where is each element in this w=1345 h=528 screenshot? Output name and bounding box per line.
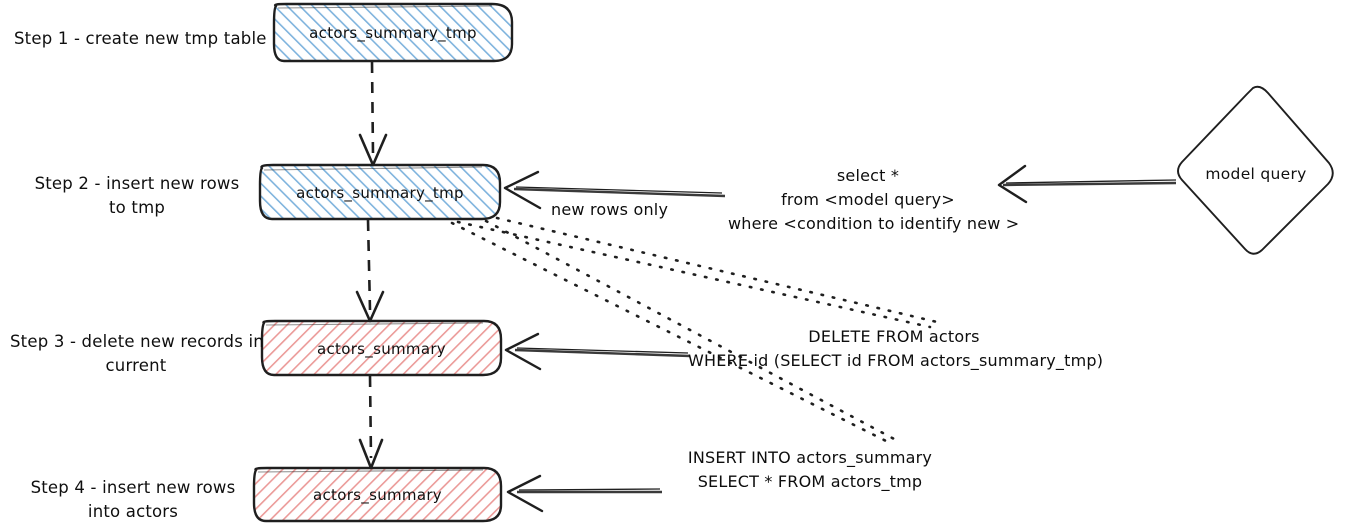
- flow-arrow-step2-to-step3: [355, 219, 385, 323]
- node-step3-box: [260, 319, 503, 377]
- arrow-delete-sql-to-step3: [504, 332, 691, 371]
- node-model-query-diamond: [1177, 85, 1334, 255]
- edge-label-new-rows-only: new rows only: [551, 200, 669, 219]
- step-4-label: Step 4 - insert new rows into actors: [30, 478, 236, 521]
- annotation-model-query-sql: select * from <model query> where <condi…: [728, 166, 1020, 233]
- step-2-label: Step 2 - insert new rows to tmp: [34, 174, 240, 217]
- node-step4-box: [252, 466, 503, 523]
- node-step1-box: [272, 2, 514, 63]
- arrow-insert-sql-to-step4: [506, 474, 662, 513]
- node-label-step2: actors_summary_tmp: [296, 184, 464, 202]
- dotted-link-step2-to-insert-sql: [450, 220, 932, 445]
- node-label-step3: actors_summary: [317, 340, 446, 358]
- arrow-sql-to-step2: [503, 170, 726, 210]
- node-step2-box: [258, 163, 502, 221]
- step-1-label: Step 1 - create new tmp table: [14, 29, 267, 48]
- step-3-label: Step 3 - delete new records in current: [10, 332, 264, 375]
- annotation-delete-sql: DELETE FROM actors WHERE id (SELECT id F…: [688, 327, 1104, 370]
- node-label-step1: actors_summary_tmp: [309, 24, 477, 42]
- arrow-model-query-to-sql: [997, 164, 1177, 204]
- node-label-step4: actors_summary: [313, 486, 442, 504]
- annotation-insert-sql: INSERT INTO actors_summary SELECT * FROM…: [687, 448, 933, 491]
- flow-arrow-step3-to-step4: [358, 375, 384, 470]
- flow-arrow-step1-to-step2: [358, 61, 388, 167]
- node-label-model-query: model query: [1205, 165, 1307, 183]
- dotted-link-step2-to-delete-sql: [484, 216, 939, 442]
